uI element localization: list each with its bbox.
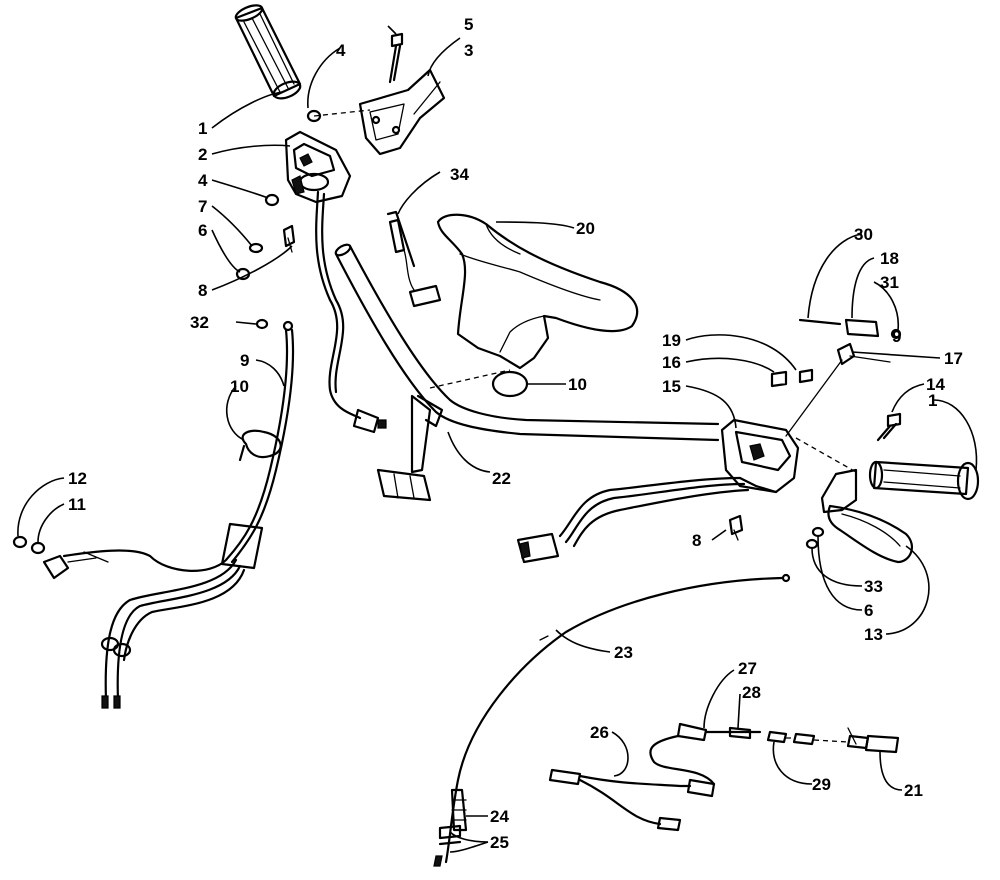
callout-19: 19: [662, 331, 681, 350]
right-wire-harness: [516, 476, 750, 564]
callout-14: 14: [926, 375, 945, 394]
callout-8-right: 8: [692, 531, 701, 550]
callout-7: 7: [198, 197, 207, 216]
callout-6-right: 6: [864, 601, 873, 620]
left-hardware: [235, 109, 371, 281]
callout-labels: 1 2 3 4 4 5 6 7 8 32 9 10 12 11 34 20 10…: [68, 15, 963, 852]
callout-15: 15: [662, 377, 681, 396]
handlebar: [334, 243, 720, 502]
callout-24: 24: [490, 807, 509, 826]
callout-17: 17: [944, 349, 963, 368]
callout-25: 25: [490, 833, 509, 852]
callout-12: 12: [68, 469, 87, 488]
callout-9-left: 9: [240, 351, 249, 370]
callout-33: 33: [864, 577, 883, 596]
heater-wire-harness: [548, 722, 900, 832]
callout-11: 11: [68, 495, 86, 514]
callout-10-left: 10: [230, 377, 249, 396]
callout-4-top: 4: [336, 41, 346, 60]
callout-16: 16: [662, 353, 681, 372]
callout-18: 18: [880, 249, 899, 268]
callout-21: 21: [904, 781, 923, 800]
throttle-lever: [358, 68, 446, 156]
callout-31: 31: [880, 273, 899, 292]
right-handlebar-grip: [868, 460, 980, 501]
callout-34: 34: [450, 165, 469, 184]
left-handlebar-grip: [234, 4, 302, 100]
callout-26: 26: [590, 723, 609, 742]
callout-13: 13: [864, 625, 883, 644]
callout-3: 3: [464, 41, 473, 60]
callout-29: 29: [812, 775, 831, 794]
callout-27: 27: [738, 659, 757, 678]
callout-9-right: 9: [892, 327, 901, 346]
callout-30: 30: [854, 225, 873, 244]
callout-23: 23: [614, 643, 633, 662]
leader-lines: [17, 25, 978, 853]
callout-1-right: 1: [928, 391, 937, 410]
screw: [728, 514, 744, 541]
right-control-housing: [720, 318, 902, 494]
callout-10-center: 10: [568, 375, 587, 394]
callout-32: 32: [190, 313, 209, 332]
callout-5: 5: [464, 15, 473, 34]
handlebar-pad: [436, 213, 639, 370]
callout-2: 2: [198, 145, 207, 164]
callout-6-left: 6: [198, 221, 207, 240]
callout-22: 22: [492, 469, 511, 488]
callout-20: 20: [576, 219, 595, 238]
throttle-cable: [433, 573, 791, 867]
callout-1-left: 1: [198, 119, 207, 138]
hose-clamp: [238, 370, 529, 462]
callout-4-mid: 4: [198, 171, 208, 190]
left-control-cables: [12, 318, 295, 709]
brake-lever: [795, 437, 914, 564]
left-wire-harness: [315, 190, 387, 434]
callout-8-left: 8: [198, 281, 207, 300]
pivot-bolt: [388, 32, 404, 84]
kill-switch-assembly: [386, 210, 442, 308]
mounting-bolt: [876, 412, 902, 442]
callout-28: 28: [742, 683, 761, 702]
left-control-housing: [284, 130, 352, 204]
